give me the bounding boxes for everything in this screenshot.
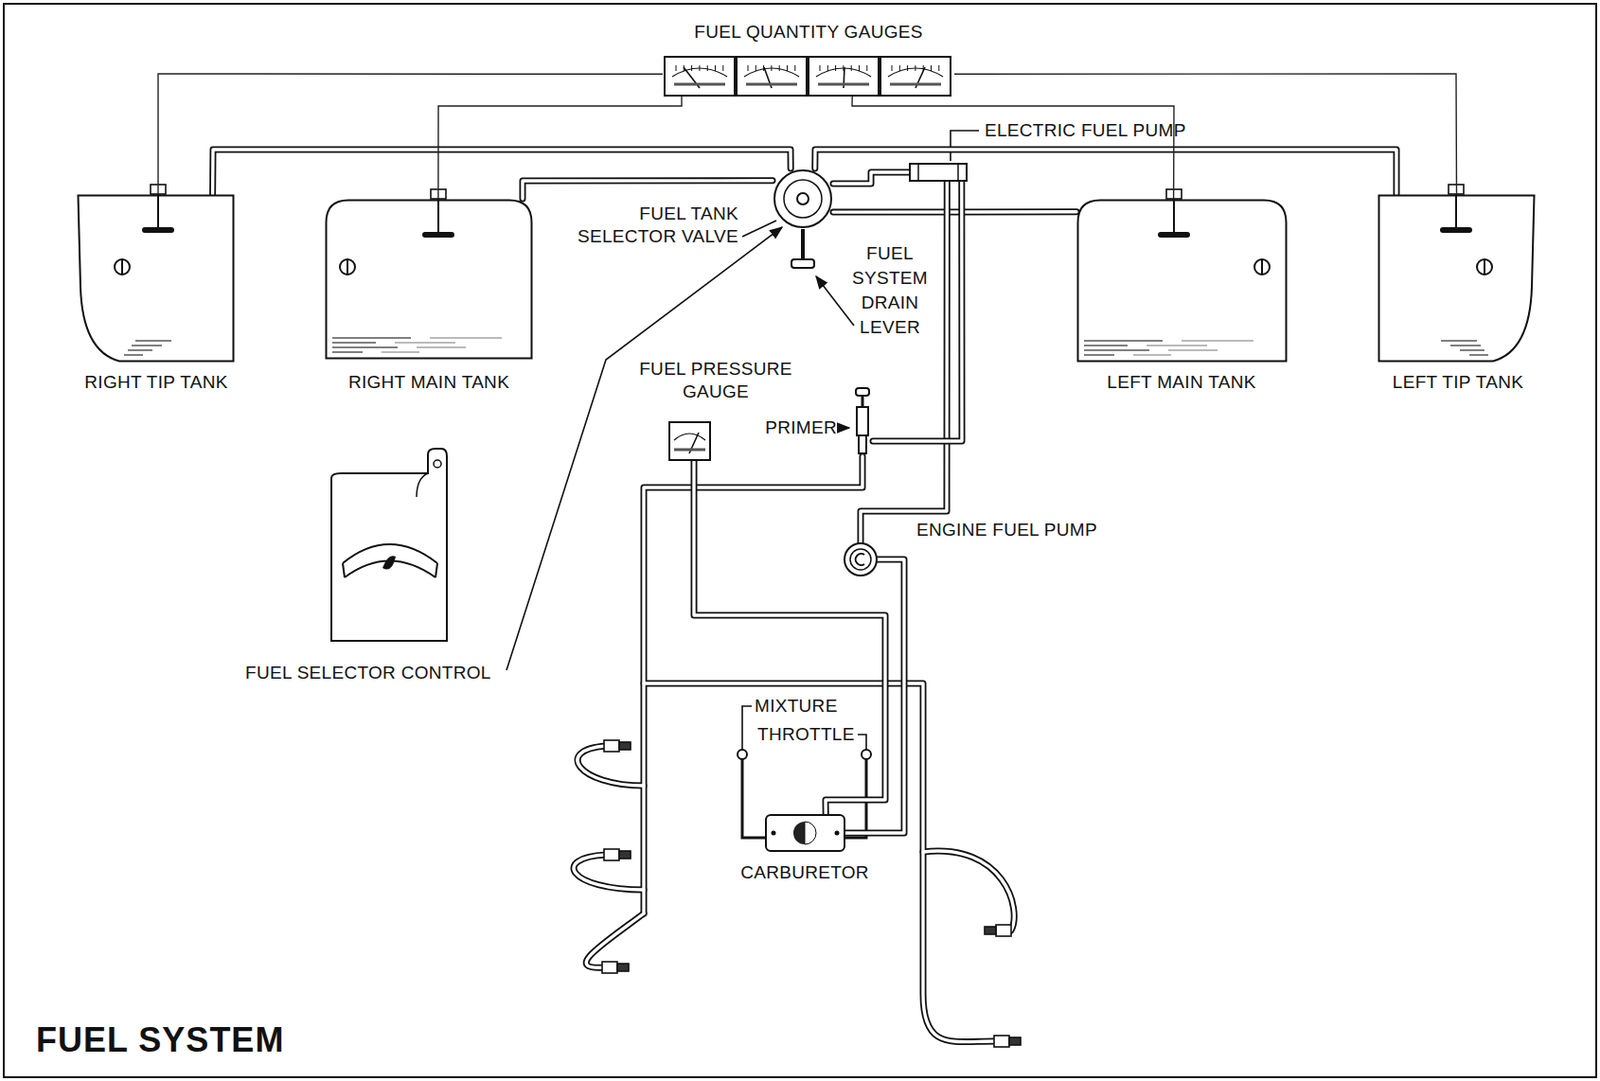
engine-feed-lines [573, 456, 1014, 1043]
fuel-line [522, 180, 773, 199]
part-label: FUEL QUANTITY GAUGES [693, 20, 923, 44]
part-label: ELECTRIC FUEL PUMP [984, 119, 1187, 143]
left-tip-tank: LEFT TIP TANK [1377, 194, 1536, 363]
nozzle-fittings [602, 740, 1021, 1048]
fuel-line [833, 172, 909, 184]
gauge-wire [852, 96, 1174, 199]
fuel-quantity-gauges-shape [662, 55, 955, 97]
frame [3, 3, 1597, 1078]
primer-shape [852, 388, 873, 455]
fuel-quantity-gauges: FUEL QUANTITY GAUGES [662, 55, 955, 97]
engine-fuel-pump: ENGINE FUEL PUMP [843, 542, 878, 577]
selector-control-label: FUEL SELECTOR CONTROL [245, 661, 492, 685]
selector-valve-shape [772, 168, 834, 230]
fuel-line [213, 149, 792, 195]
primer: PRIMER [852, 388, 873, 455]
left-main-tank-shape [1076, 198, 1288, 363]
part-label: RIGHT MAIN TANK [348, 371, 510, 394]
fuel-selector-control-inset [331, 448, 447, 641]
mixture-label: MIXTURE [754, 694, 838, 718]
drain-lever [791, 229, 815, 268]
engine-fuel-pump-shape [843, 542, 878, 577]
right-tip-tank-shape [76, 194, 235, 363]
fuel-pressure-gauge: FUEL PRESSURE GAUGE [668, 421, 712, 462]
fuel-line [815, 149, 1397, 195]
leader-lines [506, 130, 979, 750]
gauge-wire [954, 73, 1458, 195]
right-main-tank: RIGHT MAIN TANK [324, 198, 534, 360]
diagram-title: FUEL SYSTEM [35, 1020, 285, 1061]
part-label: CARBURETOR [740, 861, 870, 885]
fuel-line [693, 461, 886, 815]
left-tip-tank-shape [1377, 194, 1536, 363]
fuel-line [860, 181, 947, 543]
fuel-pressure-gauge-shape [668, 421, 712, 462]
drain-lever-label: FUEL SYSTEM DRAIN LEVER [848, 241, 932, 340]
fuel-line [833, 211, 1077, 213]
part-label: PRIMER [764, 416, 837, 440]
fuel-line [845, 559, 905, 834]
right-tip-tank: RIGHT TIP TANK [76, 194, 235, 363]
part-label: LEFT TIP TANK [1392, 371, 1524, 394]
gauge-wire [158, 73, 663, 195]
electric-fuel-pump: ELECTRIC FUEL PUMP [908, 162, 968, 182]
part-label: ENGINE FUEL PUMP [916, 518, 1098, 542]
throttle-label: THROTTLE [757, 723, 855, 747]
part-label: FUEL TANK SELECTOR VALVE [549, 202, 739, 249]
selector-valve: FUEL TANK SELECTOR VALVE [772, 168, 834, 230]
part-label: LEFT MAIN TANK [1106, 371, 1256, 394]
part-label: RIGHT TIP TANK [84, 371, 228, 394]
electric-fuel-pump-shape [908, 162, 968, 182]
right-main-tank-shape [324, 198, 534, 360]
part-label: FUEL PRESSURE GAUGE [625, 357, 806, 404]
gauge-wire [438, 96, 682, 199]
carburetor-shape [764, 814, 846, 853]
left-main-tank: LEFT MAIN TANK [1076, 198, 1288, 363]
carburetor: CARBURETOR [764, 814, 846, 853]
